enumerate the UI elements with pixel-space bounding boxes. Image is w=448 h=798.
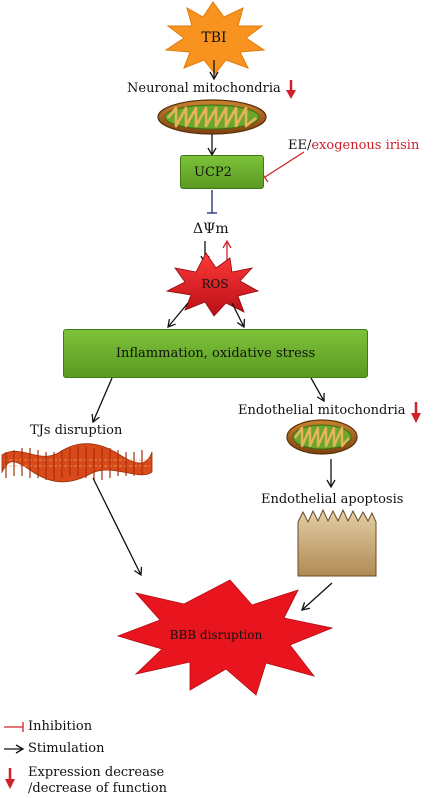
ros-burst bbox=[165, 252, 260, 317]
ee-exogenous: exogenous irisin bbox=[311, 138, 420, 153]
legend-stimulation-label: Stimulation bbox=[28, 741, 105, 756]
ee-inhibition-line bbox=[260, 151, 305, 183]
arrow-apoptosis-to-bbb bbox=[301, 582, 333, 611]
legend-inhibition-icon bbox=[4, 722, 24, 732]
arrow-inflammation-to-tjs bbox=[91, 377, 113, 424]
legend-inhibition-label: Inhibition bbox=[28, 719, 93, 734]
tjs-label: TJs disruption bbox=[30, 423, 123, 438]
ee-prefix: EE/ bbox=[288, 138, 312, 153]
legend-expression-line2: /decrease of function bbox=[28, 781, 168, 796]
ros-label: ROS bbox=[201, 277, 229, 291]
neuronal-mitochondrion-icon bbox=[157, 99, 267, 135]
arrow-inflammation-to-endo-mito bbox=[310, 377, 325, 403]
neuronal-mito-decrease-arrow bbox=[286, 80, 296, 99]
neuronal-mito-label: Neuronal mitochondria bbox=[127, 81, 281, 96]
endo-mito-decrease-arrow bbox=[411, 402, 421, 423]
tight-junctions-strip-icon bbox=[1, 443, 153, 483]
apoptotic-cell-icon bbox=[297, 508, 377, 577]
membrane-potential-label: ΔΨm bbox=[193, 221, 229, 237]
tbi-label: TBI bbox=[201, 30, 227, 46]
endothelial-mitochondrion-icon bbox=[286, 419, 358, 455]
arrow-ros-to-inflammation-right bbox=[231, 302, 246, 329]
ucp2-label: UCP2 bbox=[194, 164, 232, 180]
ucp2-box: UCP2 bbox=[180, 155, 264, 189]
legend-expression-line1: Expression decrease bbox=[28, 765, 165, 780]
endo-apoptosis-label: Endothelial apoptosis bbox=[261, 492, 404, 507]
inflammation-label: Inflammation, oxidative stress bbox=[115, 346, 316, 361]
bbb-label: BBB disruption bbox=[169, 628, 263, 642]
arrow-tjs-to-bbb bbox=[92, 477, 143, 577]
ucp2-inhibits-membrane-potential bbox=[207, 190, 217, 214]
inflammation-box: Inflammation, oxidative stress bbox=[63, 329, 368, 378]
bbb-burst bbox=[116, 579, 334, 696]
endo-mito-label: Endothelial mitochondria bbox=[238, 403, 406, 418]
legend-decrease-icon bbox=[5, 768, 15, 789]
ee-irisin-label: EE/exogenous irisin bbox=[288, 138, 419, 154]
arrow-ros-to-inflammation-left bbox=[167, 302, 189, 329]
